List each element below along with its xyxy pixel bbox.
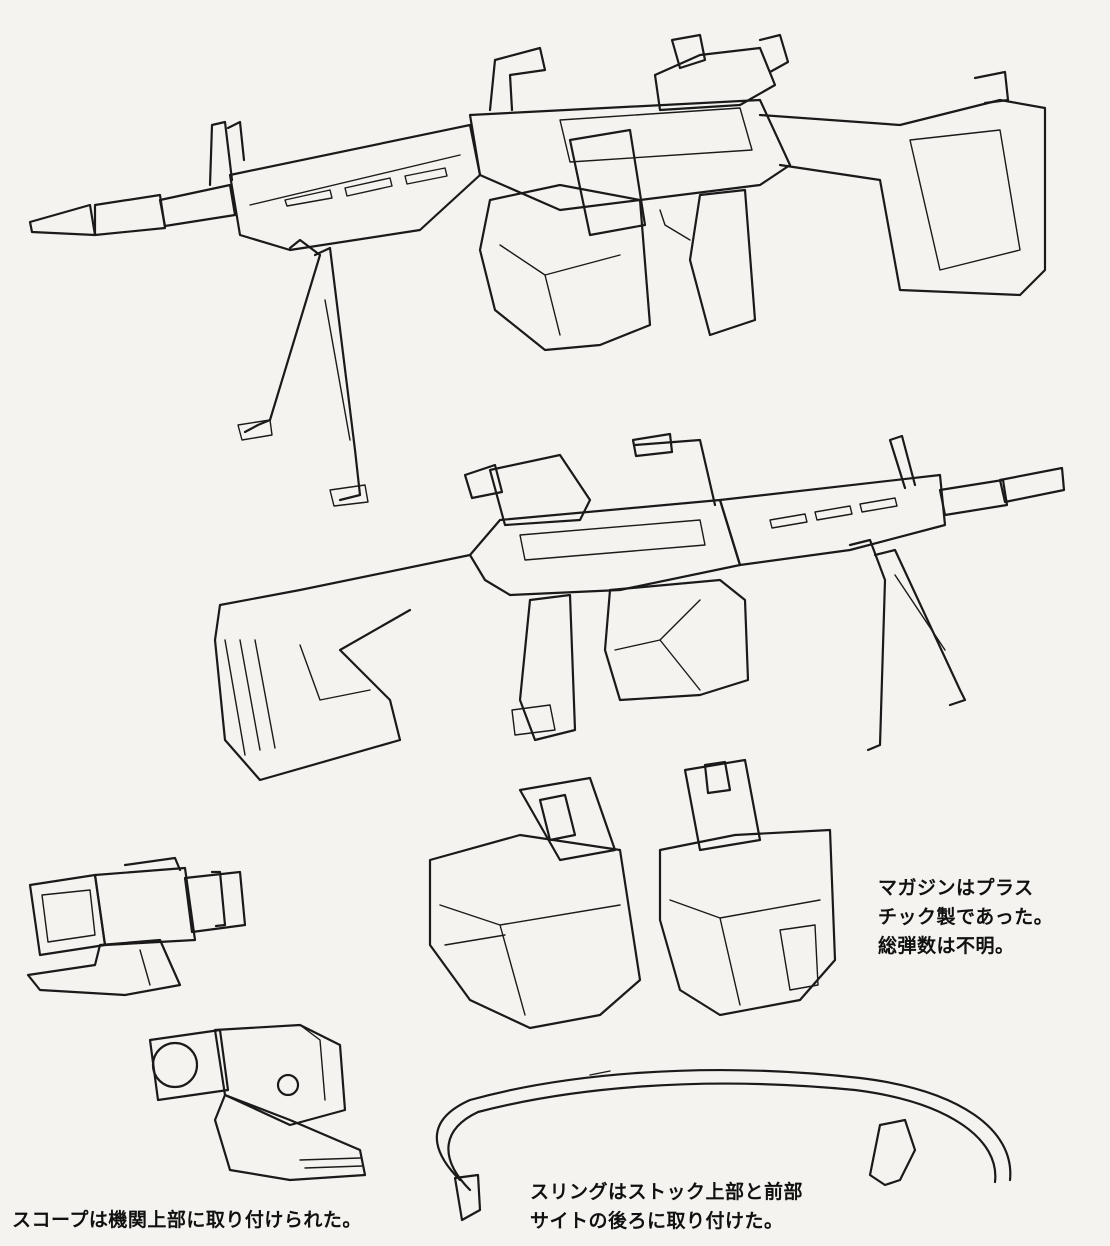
scope-caption: スコープは機関上部に取り付けられた。 bbox=[12, 1209, 362, 1231]
sling-caption: スリングはストック上部と前部 サイトの後ろに取り付けた。 bbox=[530, 1181, 804, 1232]
magazine-caption: マガジンはプラス チック製であった。 総弾数は不明。 bbox=[878, 877, 1054, 957]
